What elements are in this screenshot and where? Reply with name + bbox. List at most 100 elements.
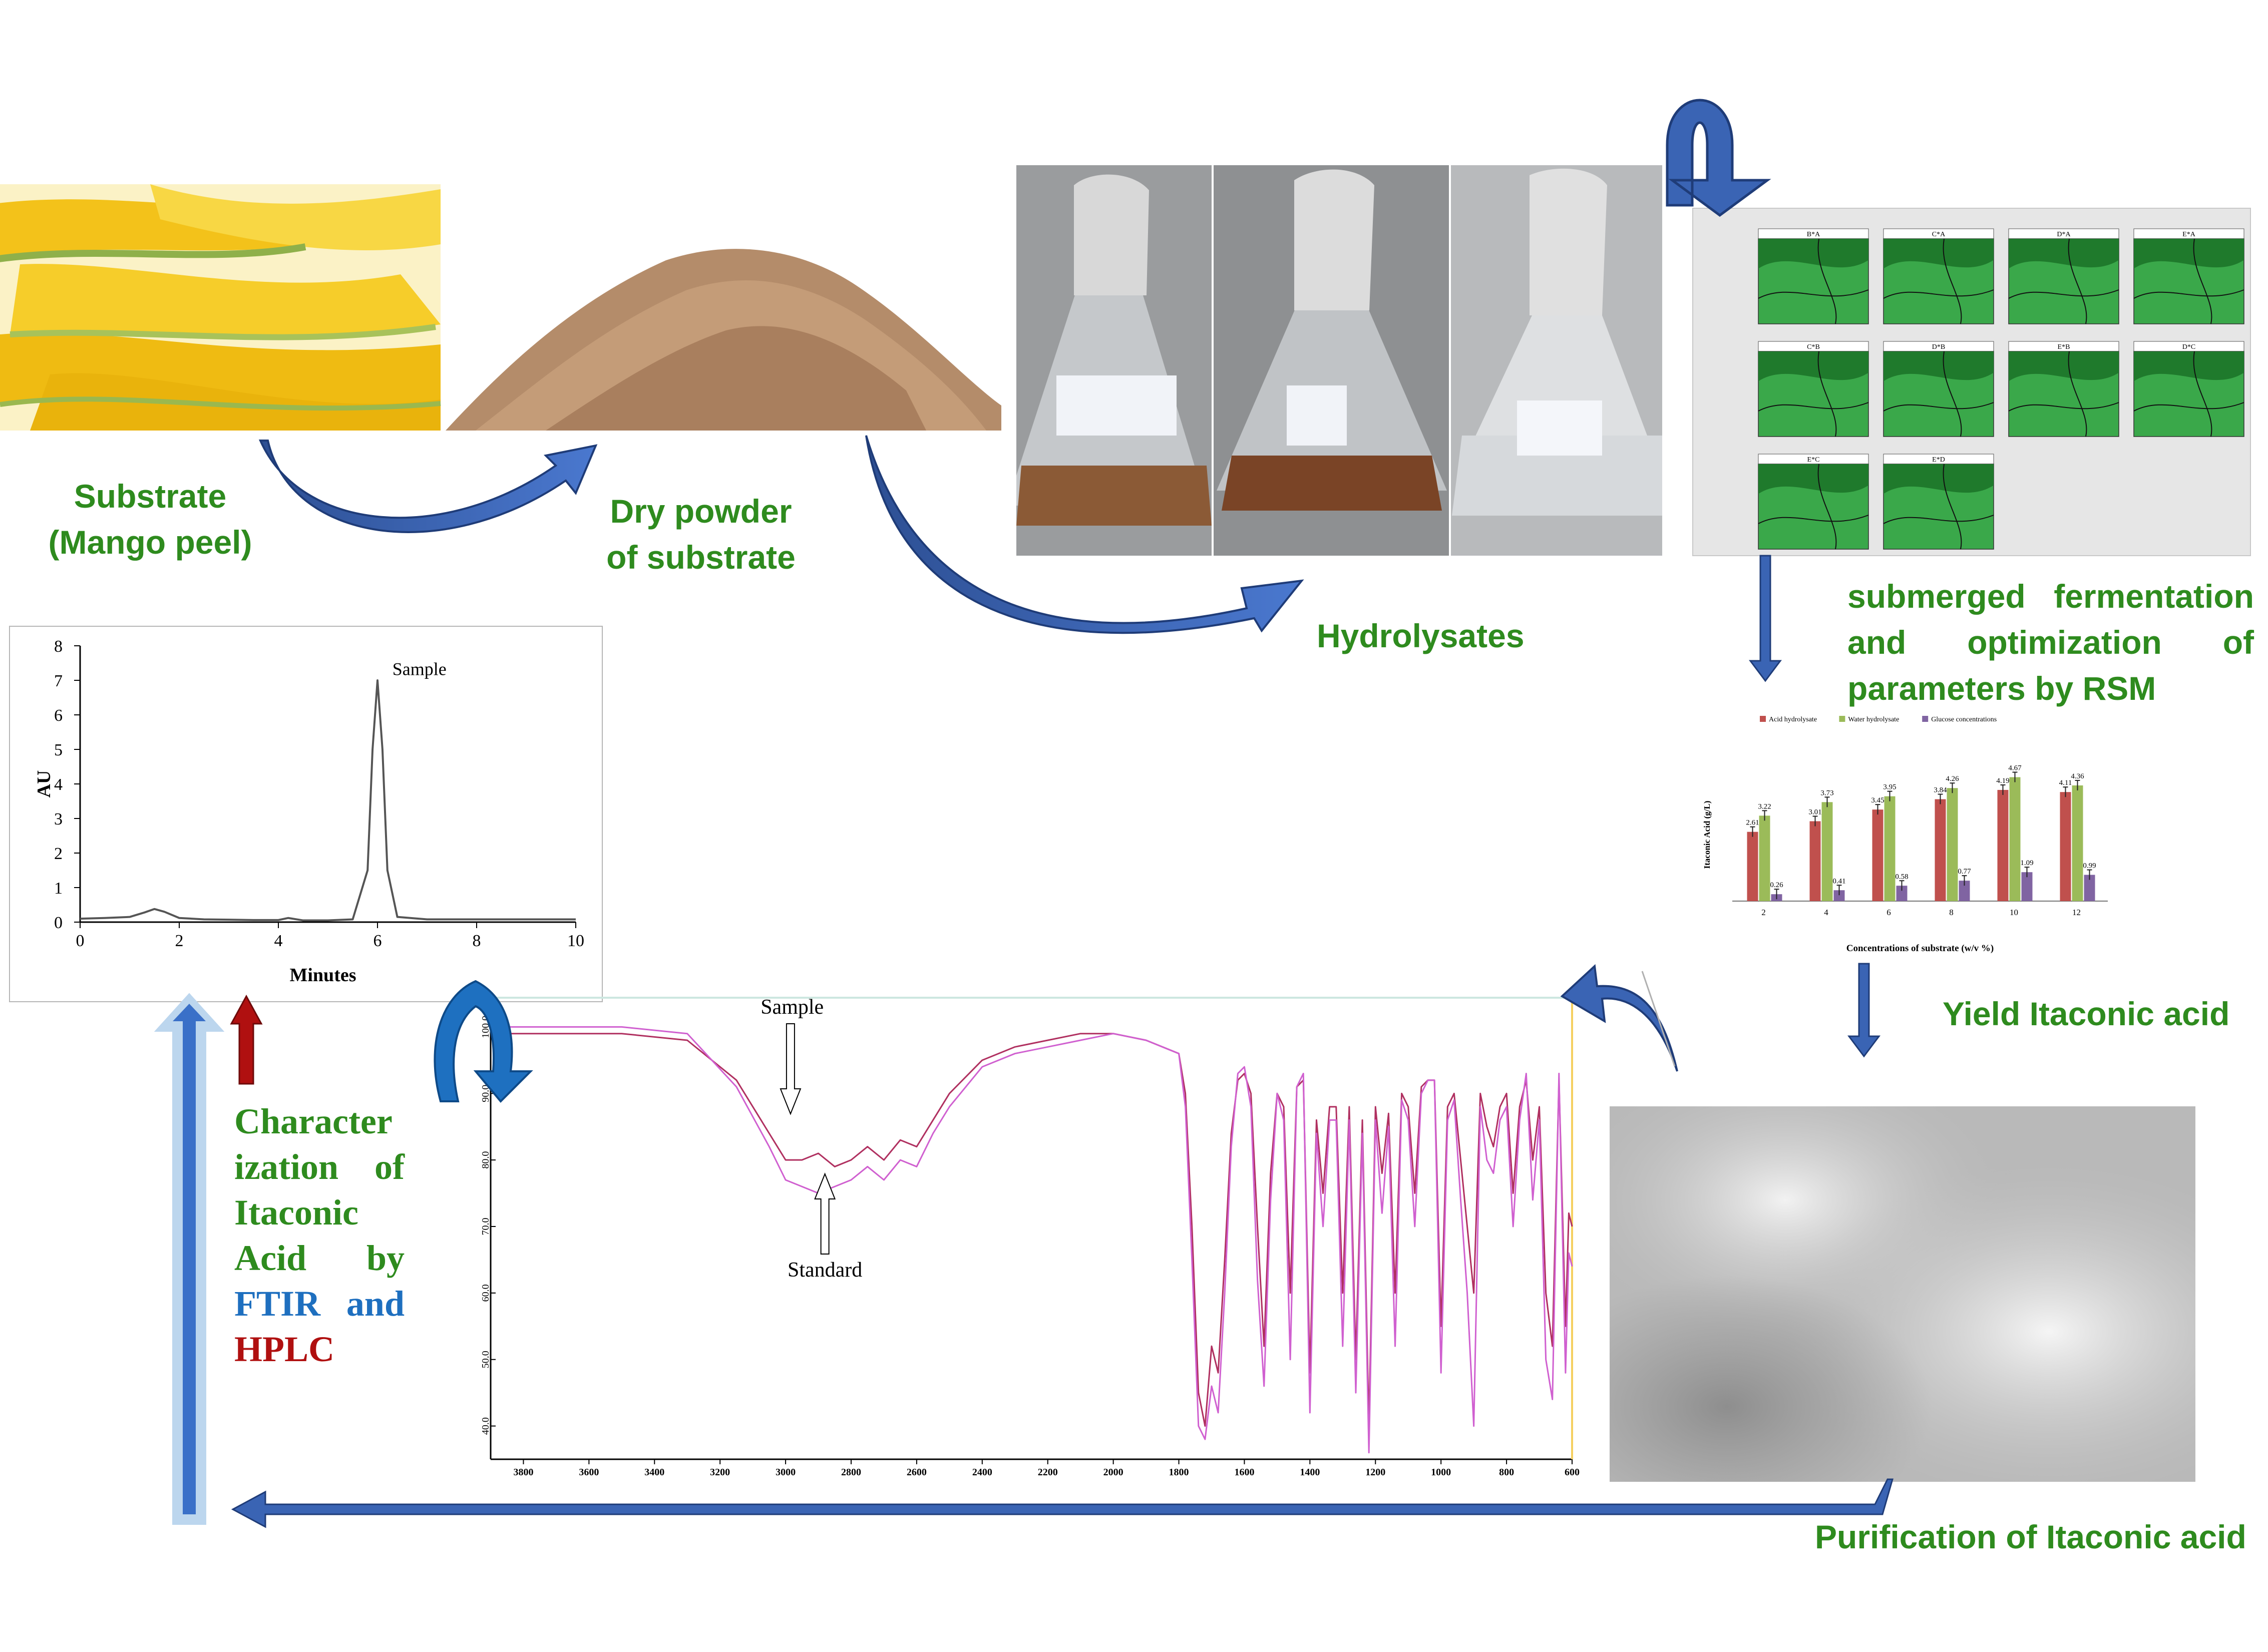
bar-data-label: 3.84 (1934, 786, 1947, 794)
bar-data-label: 3.73 (1820, 789, 1833, 797)
label-dry-powder: Dry powder of substrate (601, 488, 801, 580)
bar-data-label: 3.22 (1758, 802, 1771, 810)
bar-0 (2060, 792, 2071, 901)
contour-line (2193, 351, 2212, 437)
ftir-x-tick-label: 1400 (1300, 1467, 1320, 1478)
label-yield: Yield Itaconic acid (1943, 995, 2230, 1032)
bar-y-label: Itaconic Acid (g/L) (1702, 801, 1712, 869)
contour-panel-title: E*B (2058, 343, 2070, 351)
bar-data-label: 0.41 (1832, 877, 1845, 885)
hplc-x-tick-label: 6 (373, 932, 382, 950)
bar-category-label: 12 (2072, 908, 2081, 917)
label-purification: Purification of Itaconic acid (1815, 1518, 2246, 1555)
ftir-x-tick-label: 3000 (776, 1467, 796, 1478)
label-dry-powder-line1: Dry powder (610, 493, 792, 530)
hplc-x-tick-label: 8 (473, 932, 481, 950)
ftir-y-tick-label: 70.0 (480, 1218, 491, 1235)
bar-legend-entry: Glucose concentrations (1931, 716, 1997, 723)
ftir-x-tick-label: 2400 (972, 1467, 992, 1478)
ftir-x-tick-label: 2800 (841, 1467, 861, 1478)
bar-category-label: 8 (1949, 908, 1954, 917)
label-rsm: submerged fermentation and optimization … (1847, 573, 2254, 711)
arrow-red-to-hplc (230, 994, 263, 1085)
ftir-y-tick-label: 60.0 (480, 1284, 491, 1302)
bar-data-label: 3.01 (1808, 808, 1821, 816)
arrow-rsm-to-yield (1749, 555, 1782, 682)
ftir-x-tick-label: 3400 (644, 1467, 664, 1478)
contour-region-dark (1883, 464, 1994, 494)
ftir-x-tick-label: 2000 (1103, 1467, 1123, 1478)
contour-line (2008, 402, 2119, 411)
bar-legend-entry: Acid hydrolysate (1769, 716, 1817, 723)
label-rsm-line2: and optimization of (1847, 619, 2254, 665)
contour-line (1817, 238, 1837, 324)
hplc-y-label: AU (34, 770, 55, 798)
bar-data-label: 4.67 (2008, 764, 2022, 772)
contour-line (1758, 289, 1869, 299)
label-char-line3: Itaconic (234, 1192, 358, 1232)
bar-x-label: Concentrations of substrate (w/v %) (1846, 943, 1994, 954)
hplc-x-tick-label: 4 (274, 932, 283, 950)
ftir-x-tick-label: 600 (1565, 1467, 1580, 1478)
contour-panel-title: E*C (1807, 456, 1820, 464)
bar-1 (1821, 802, 1833, 901)
bar-data-label: 0.99 (2083, 862, 2096, 870)
contour-region-dark (2134, 351, 2244, 381)
ftir-y-tick-label: 90.0 (480, 1085, 491, 1102)
contour-panel-title: C*B (1807, 343, 1820, 351)
contour-line (2133, 289, 2244, 299)
contour-line (2133, 402, 2244, 411)
label-hydrolysates: Hydrolysates (1317, 617, 1525, 654)
contour-region-dark (1883, 351, 1994, 381)
hplc-y-tick-label: 1 (54, 879, 63, 898)
label-substrate: Substrate (Mango peel) (20, 473, 280, 565)
bar-2 (1896, 886, 1908, 901)
label-rsm-word-of: of (2222, 624, 2254, 661)
bar-1 (1759, 815, 1770, 901)
label-char-ftir: FTIR (234, 1284, 321, 1324)
label-char-line4: Acid by (234, 1235, 405, 1281)
bar-0 (1935, 799, 1946, 901)
contour-region-dark (1883, 239, 1994, 269)
ftir-x-tick-label: 3200 (710, 1467, 730, 1478)
arrow-uturn-to-rsm (1666, 99, 1771, 217)
bar-1 (1947, 788, 1958, 901)
arrow-yield-to-purification (1847, 963, 1880, 1058)
powder-photo (446, 240, 1001, 431)
hplc-annotation: Sample (393, 659, 447, 679)
ftir-x-tick-label: 800 (1499, 1467, 1514, 1478)
label-rsm-line1: submerged fermentation (1847, 578, 2254, 615)
bar-1 (2072, 785, 2083, 901)
label-characterization: Character ization of Itaconic Acid by FT… (234, 1099, 405, 1372)
contour-panel-title: D*B (1932, 343, 1945, 351)
hplc-y-tick-label: 0 (54, 914, 63, 932)
arrow-up-to-hplc (154, 993, 225, 1525)
contour-line (1943, 238, 1962, 324)
arrow-purification-to-ftir (1560, 964, 1678, 1072)
contour-region-dark (1758, 239, 1868, 269)
hydrolysate-photos (1016, 165, 1662, 556)
ftir-y-tick-label: 50.0 (480, 1351, 491, 1368)
contour-line (1758, 402, 1869, 411)
bar-0 (1747, 832, 1758, 901)
label-char-line2: ization of (234, 1144, 405, 1190)
contour-region-dark (1758, 464, 1868, 494)
bar-data-label: 0.58 (1895, 873, 1908, 881)
bar-2 (2084, 875, 2095, 901)
label-rsm-word-and: and (1847, 624, 1907, 661)
ftir-annotation-standard: Standard (788, 1259, 862, 1282)
contour-panel-title: B*A (1807, 231, 1820, 238)
arrow-substrate-to-powder (258, 440, 598, 533)
bar-data-label: 3.95 (1883, 783, 1896, 791)
ftir-x-tick-label: 1800 (1169, 1467, 1189, 1478)
hplc-y-tick-label: 8 (54, 637, 63, 656)
bar-2 (2021, 872, 2033, 901)
ftir-y-tick-label: 80.0 (480, 1151, 491, 1169)
contour-region-dark (2009, 239, 2119, 269)
mango-peel-photo (0, 184, 441, 431)
label-char-ization: ization (234, 1147, 338, 1187)
hplc-x-label: Minutes (290, 965, 356, 986)
